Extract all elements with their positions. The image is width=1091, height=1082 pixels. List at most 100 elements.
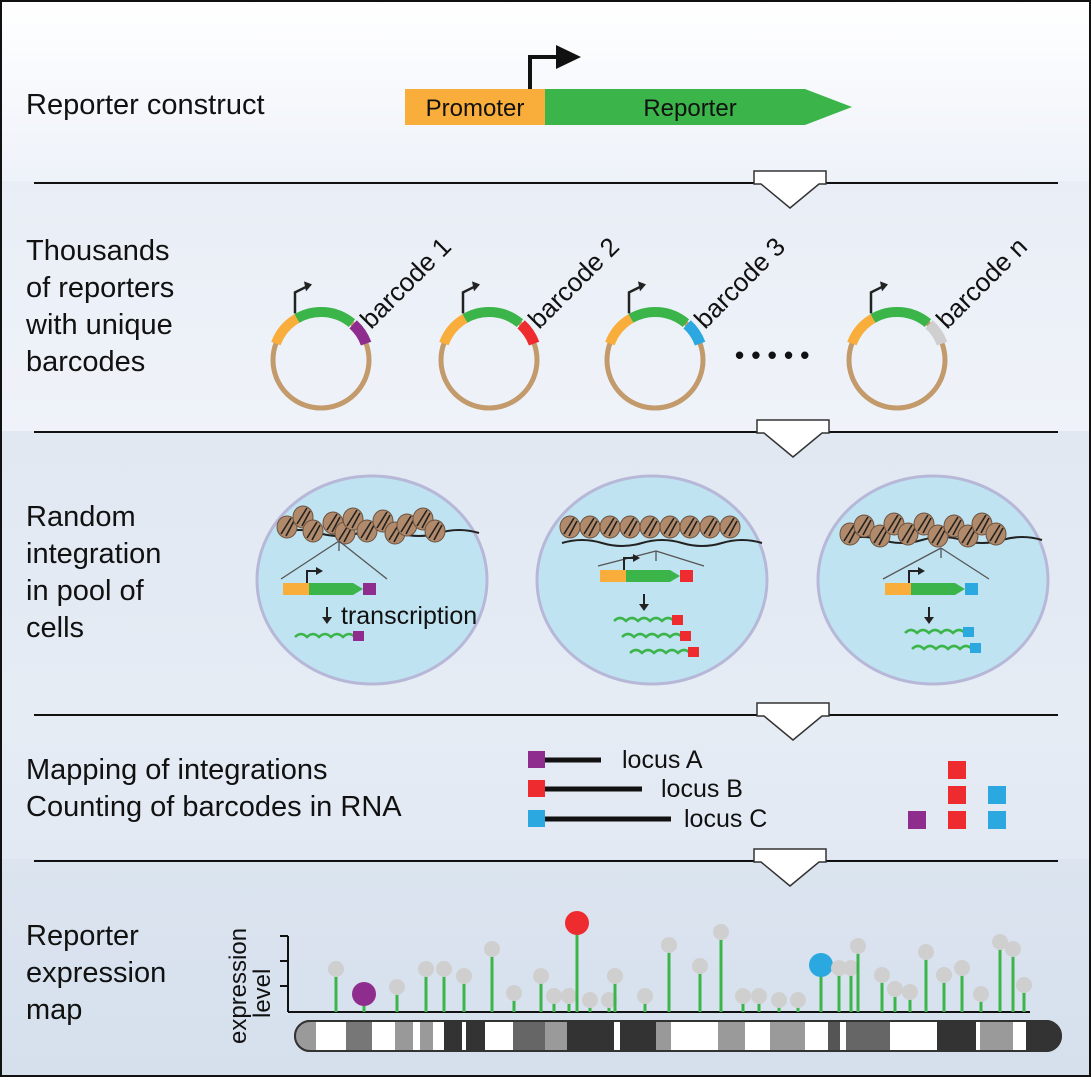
chromosome-band-7 [513, 1021, 545, 1051]
step-3-line-3: in pool of [26, 575, 145, 607]
plasmid-barcode [349, 320, 372, 346]
nucleosome-dna [931, 526, 946, 546]
nucleosome-dna [428, 521, 443, 541]
plasmid-reporter [628, 306, 690, 328]
transcription-arrowhead-icon [924, 617, 934, 624]
locus-barcode-3 [528, 810, 545, 827]
mini-promoter [885, 583, 911, 595]
chromosome-band-5 [444, 1021, 462, 1051]
lollipop-head-13 [582, 992, 598, 1008]
lollipop-head-3 [389, 979, 405, 995]
mini-tss-arrow-icon [623, 557, 634, 570]
rna-transcript [911, 644, 973, 651]
nucleosome-dna [723, 517, 738, 537]
step-4-line-2: Counting of barcodes in RNA [26, 791, 402, 823]
rna-transcript [629, 648, 691, 655]
lollipop-head-15 [607, 968, 623, 984]
chromosome-band-3 [395, 1021, 413, 1051]
nucleosome-dna [360, 521, 375, 541]
promoter-label: Promoter [426, 95, 525, 122]
nucleosome-dna [961, 526, 976, 546]
lollipop-head-19 [713, 924, 729, 940]
plasmid-promoter [847, 314, 876, 346]
tss-arrow-icon [528, 55, 558, 89]
nucleosome-dna [306, 521, 321, 541]
reporter-block [545, 89, 852, 125]
plasmid-tss-arrowhead-icon [880, 281, 888, 292]
plasmid-barcode [683, 320, 706, 346]
mini-reporter [626, 570, 680, 582]
chromosome-band-15 [846, 1021, 890, 1051]
chromosome-band-10 [620, 1021, 656, 1051]
step-2-line-2: of reporters [26, 272, 174, 304]
count-square-2 [948, 786, 966, 804]
nucleosome-dna [346, 509, 361, 529]
ellipsis: • • • • • [735, 340, 809, 370]
lollipop-head-2 [352, 982, 376, 1006]
lollipop-head-4 [418, 961, 434, 977]
lollipop-head-14 [601, 992, 617, 1008]
step-2-line-4: barcodes [26, 346, 145, 378]
axis-label-expression: expression [225, 928, 252, 1044]
nucleosome-dna [296, 507, 311, 527]
plasmid-barcode [925, 320, 948, 346]
rna-barcode [353, 631, 364, 641]
lollipop-head-35 [992, 934, 1008, 950]
lollipop-head-10 [546, 988, 562, 1004]
cell-2 [535, 474, 769, 686]
mini-tss-arrowhead-icon [918, 567, 925, 575]
lollipop-head-16 [637, 988, 653, 1004]
lollipop-head-24 [809, 953, 833, 977]
cell-pool [255, 474, 1050, 686]
lollipop-head-22 [771, 992, 787, 1008]
nucleosome-dna [663, 517, 678, 537]
nucleosome-dna [280, 517, 295, 537]
nucleosome-dna [400, 515, 415, 535]
nucleosome-dna [917, 514, 932, 534]
lollipop-head-21 [751, 988, 767, 1004]
nucleosome-dna [683, 517, 698, 537]
chromosome-band-18 [1026, 1021, 1061, 1051]
plasmid-reporter [294, 306, 356, 328]
locus-barcode-2 [528, 780, 545, 797]
nucleosome-dna [857, 516, 872, 536]
chromosome-band-13 [770, 1021, 805, 1051]
rna-barcode [672, 615, 683, 625]
transcription-label: transcription [341, 602, 477, 630]
mini-promoter [600, 570, 626, 582]
nucleosome-dna [583, 517, 598, 537]
chromosome-band-17 [980, 1021, 1013, 1051]
chromosome-ideogram [294, 1020, 1062, 1052]
step-1-line-1: Reporter construct [26, 89, 265, 121]
rna-transcript [613, 616, 675, 623]
chromosome-bands [295, 1021, 1061, 1051]
chromosome-band-8 [545, 1021, 567, 1051]
mini-tss-arrow-icon [908, 570, 919, 583]
nucleosome-dna [703, 517, 718, 537]
plasmid-tss-arrow-icon [461, 285, 476, 314]
axis-label-level: level [249, 969, 276, 1018]
lollipop-head-30 [902, 984, 918, 1000]
mini-barcode [680, 570, 693, 582]
mini-tss-arrowhead-icon [633, 554, 640, 562]
nucleosome-dna [947, 516, 962, 536]
nucleosome-dna [376, 511, 391, 531]
transcription-arrowhead-icon [639, 604, 649, 611]
plasmid-tss-arrow-icon [627, 285, 642, 314]
cell-1 [255, 474, 489, 686]
lollipops [328, 911, 1032, 1012]
lollipop-head-12 [565, 911, 589, 935]
section-2-bg [1, 181, 1090, 431]
lollipop-head-33 [954, 960, 970, 976]
nucleosome-dna [901, 524, 916, 544]
lollipop-head-8 [506, 985, 522, 1001]
plasmid-promoter [271, 314, 300, 346]
rna-transcript [904, 628, 966, 635]
step-5-line-1: Reporter [26, 920, 139, 952]
step-label-1: Reporter construct [26, 89, 265, 121]
step-label-3: Random integration in pool of cells [26, 501, 161, 644]
step-5-line-2: expression [26, 957, 166, 989]
nucleosome-dna [643, 517, 658, 537]
